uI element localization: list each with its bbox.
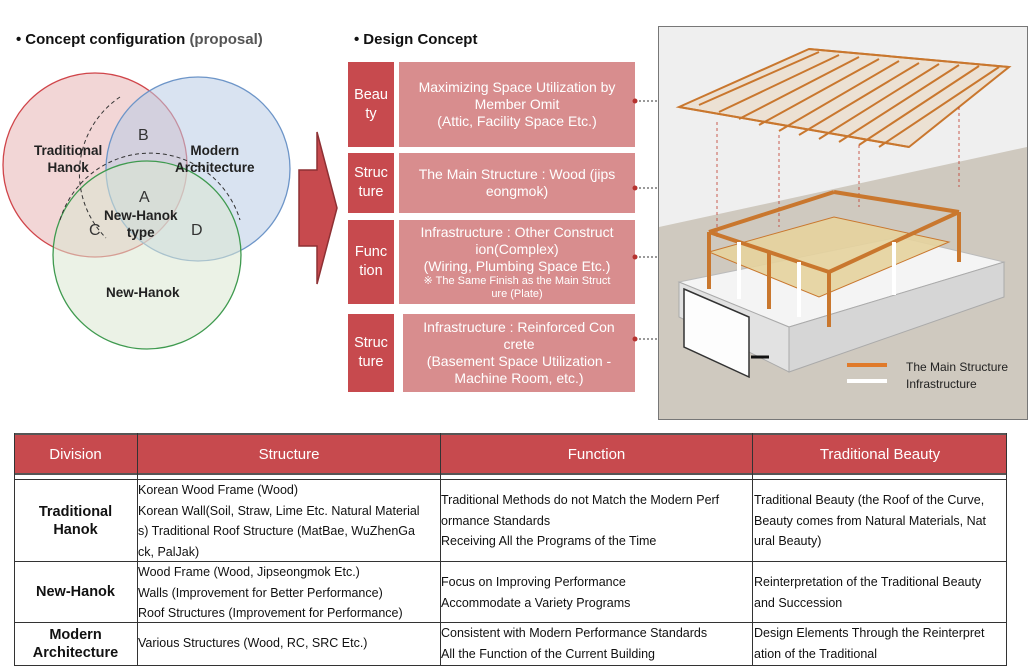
table-row-new-hanok-structure: Wood Frame (Wood, Jipseongmok Etc.)Walls… (138, 565, 403, 620)
table-header-function: Function (567, 445, 626, 463)
concept-category-infrastructure: Structure (348, 314, 394, 392)
right-arrow-icon (298, 131, 338, 285)
table-header-division: Division (49, 445, 102, 463)
venn-dashed-overlap (78, 96, 121, 239)
venn-diagram (2, 72, 291, 350)
concept-description-function: Infrastructure : Other Construct ion(Com… (399, 220, 635, 304)
table-row-traditional-hanok-function: Traditional Methods do not Match the Mod… (441, 493, 720, 548)
table-row-traditional-hanok-structure: Korean Wood Frame (Wood)Korean Wall(Soil… (138, 483, 420, 559)
table-row-new-hanok-division: New-Hanok (36, 584, 115, 600)
building-drawing (659, 27, 1027, 419)
concept-configuration-title: •Concept configuration (proposal) (16, 31, 263, 48)
table-header-structure: Structure (258, 445, 320, 463)
hanok-structure-illustration (658, 26, 1028, 420)
concept-description-beauty: Maximizing Space Utilization by Member O… (399, 62, 635, 147)
venn-letter-b: B (138, 127, 149, 144)
table-row-new-hanok-beauty: Reinterpretation of the Traditional Beau… (754, 575, 982, 610)
venn-letter-d: D (191, 222, 203, 239)
concept-description-infrastructure: Infrastructure : Reinforced Con crete (B… (403, 314, 635, 392)
concept-description-structure: The Main Structure : Wood (jips eongmok) (399, 153, 635, 213)
concept-category-function: Function (348, 220, 394, 304)
table-row-traditional-hanok-beauty: Traditional Beauty (the Roof of the Curv… (754, 493, 987, 548)
venn-dashed-overlap-2 (59, 152, 241, 221)
table-header-row: Division Structure Function Traditional … (14, 433, 1007, 475)
design-concept-title: •Design Concept (354, 31, 478, 48)
table-header-traditional-beauty: Traditional Beauty (819, 445, 941, 463)
concept-category-structure: Structure (348, 153, 394, 213)
venn-letter-a: A (139, 189, 150, 206)
legend-main-structure: The Main Structure (906, 360, 1009, 374)
legend-infrastructure: Infrastructure (906, 377, 977, 391)
concept-category-beauty: Beauty (348, 62, 394, 147)
table-row-modern-architecture-function: Consistent with Modern Performance Stand… (441, 626, 708, 661)
table-row-modern-architecture-structure: Various Structures (Wood, RC, SRC Etc.) (138, 636, 368, 650)
venn-label-new-hanok: New-Hanok (106, 285, 180, 300)
venn-circle-new-hanok (52, 160, 242, 350)
venn-letter-c: C (89, 222, 101, 239)
